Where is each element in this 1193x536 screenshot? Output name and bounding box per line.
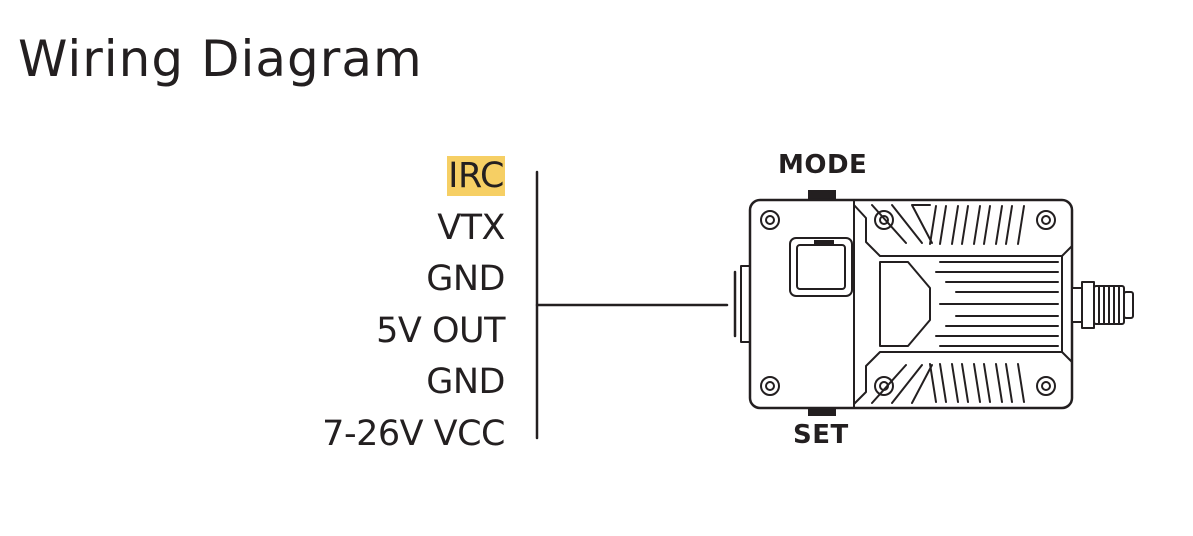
pin-label-vcc: 7-26V VCC <box>322 414 505 454</box>
pin-label-5v-out: 5V OUT <box>376 311 505 351</box>
pin-label-irc: IRC <box>447 156 505 196</box>
pin-label-gnd-1: GND <box>426 259 505 299</box>
set-button-label: SET <box>793 420 849 450</box>
mounting-holes <box>760 210 1056 396</box>
mode-button-label: MODE <box>778 150 868 180</box>
antenna-connector <box>1071 281 1134 329</box>
pin-label-vtx: VTX <box>437 208 505 248</box>
wiring-bracket <box>535 170 729 440</box>
page-title: Wiring Diagram <box>18 30 423 88</box>
pin-label-gnd-2: GND <box>426 362 505 402</box>
vtx-module-body <box>748 198 1074 410</box>
